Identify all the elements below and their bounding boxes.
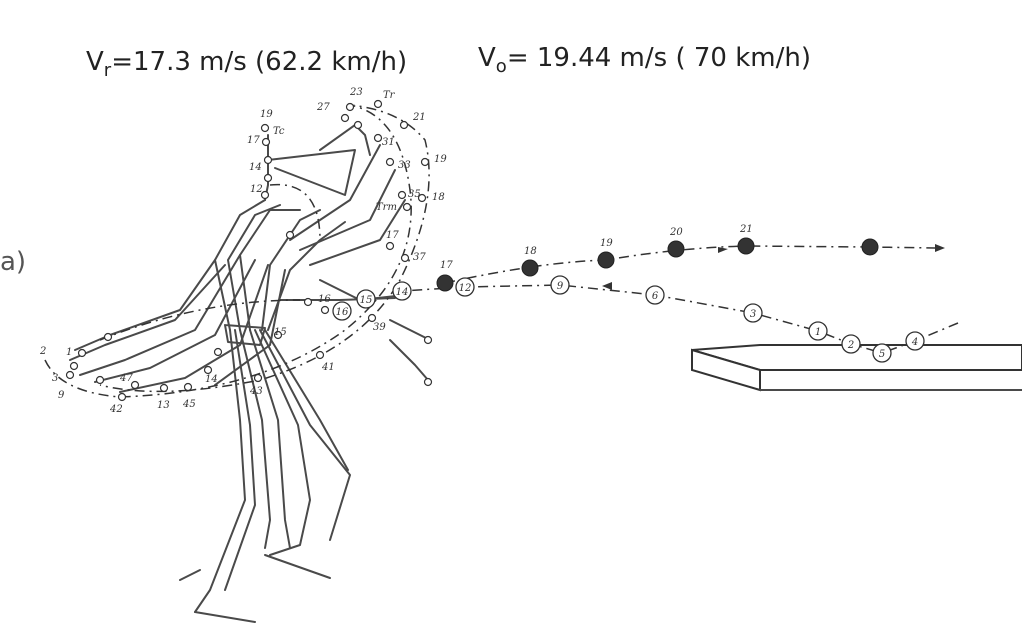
racket-trajectory: [44, 104, 430, 398]
racket-label-21: 21: [739, 224, 753, 235]
ball-label-15: 15: [360, 295, 373, 306]
label-17: 17: [247, 135, 260, 146]
ball-direction-arrowhead: [935, 244, 945, 252]
label-35: 35: [408, 189, 421, 200]
label-21: 21: [412, 112, 426, 123]
ball-label-14: 14: [396, 287, 409, 298]
label-trm: Trm: [376, 202, 397, 213]
ball-position-markers: 14 15 16 12 9 6 3 1 2 5 4: [332, 275, 925, 363]
body-marker-labels: 19 Tc 17 14 12 23 Tr 27 21 31 33 19 35 1…: [39, 87, 447, 415]
ball-outgoing-path: [444, 245, 936, 284]
label-47: 47: [119, 373, 133, 384]
incoming-direction-arrow: [602, 282, 612, 290]
ball-label-9: 9: [557, 281, 564, 292]
label-19-tc: 19: [260, 109, 273, 120]
label-31: 31: [382, 137, 395, 148]
label-23: 23: [349, 87, 363, 98]
label-14-low: 14: [205, 374, 218, 385]
label-16: 16: [318, 294, 331, 305]
racket-label-18: 18: [524, 246, 537, 257]
label-37: 37: [413, 252, 426, 263]
racket-filled-markers: 17 18 19 20 21: [436, 224, 879, 292]
label-9: 9: [58, 390, 65, 401]
ball-label-4: 4: [911, 337, 918, 348]
ball-label-3: 3: [750, 309, 756, 320]
label-17-mid: 17: [386, 230, 399, 241]
label-39: 39: [373, 322, 386, 333]
panel-label: a): [0, 247, 26, 277]
label-1: 1: [66, 347, 72, 358]
outgoing-direction-arrow: [718, 247, 728, 253]
ball-label-6: 6: [652, 291, 659, 302]
label-12: 12: [250, 184, 263, 195]
label-tr: Tr: [383, 90, 396, 101]
label-42: 42: [109, 404, 123, 415]
ball-label-5: 5: [879, 349, 885, 360]
ball-incoming-path: [401, 284, 959, 354]
player-stick-figure: [69, 124, 431, 623]
label-27: 27: [316, 102, 330, 113]
label-33: 33: [398, 160, 411, 171]
outgoing-velocity-label: Vo= 19.44 m/s ( 70 km/h): [478, 43, 811, 77]
label-19-right: 19: [434, 154, 447, 165]
label-18: 18: [432, 192, 445, 203]
label-43: 43: [249, 386, 263, 397]
label-3: 3: [52, 373, 58, 384]
label-tc: Tc: [273, 126, 285, 137]
ball-label-12: 12: [459, 283, 472, 294]
ball-label-16: 16: [336, 307, 349, 318]
ball-label-1: 1: [815, 327, 821, 338]
label-2: 2: [39, 346, 46, 357]
racket-label-20: 20: [669, 227, 683, 238]
label-13: 13: [157, 400, 170, 411]
racket-label-19: 19: [600, 238, 613, 249]
label-14: 14: [249, 162, 262, 173]
label-45: 45: [182, 399, 196, 410]
racket-label-17: 17: [440, 260, 453, 271]
table: [691, 344, 1022, 392]
rebound-velocity-label: Vr=17.3 m/s (62.2 km/h): [86, 47, 407, 81]
label-15: 15: [274, 327, 287, 338]
body-markers: [65, 99, 433, 402]
ball-label-2: 2: [847, 340, 854, 351]
label-41: 41: [321, 362, 335, 373]
